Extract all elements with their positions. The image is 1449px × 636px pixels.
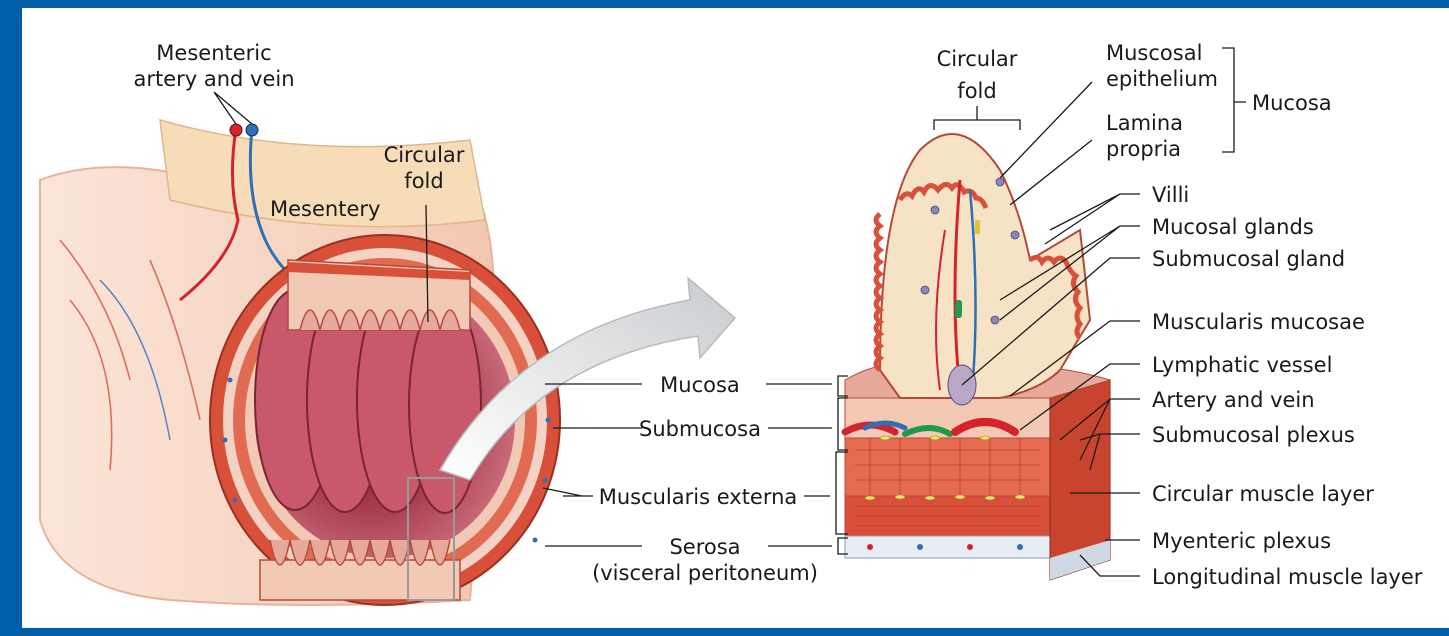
label-lymphatic-vessel: Lymphatic vessel: [1152, 353, 1332, 377]
label-mesentery: Mesentery: [270, 197, 380, 221]
label-circular-fold-right-1: Circular: [937, 47, 1018, 71]
label-mucosa-group: Mucosa: [1252, 91, 1332, 115]
label-circular-fold-left-2: fold: [404, 169, 443, 193]
label-circular-fold-right-2: fold: [957, 79, 996, 103]
label-circular-muscle-layer: Circular muscle layer: [1152, 482, 1374, 506]
label-serosa-1: Serosa: [669, 535, 740, 559]
label-submucosal-gland: Submucosal gland: [1152, 247, 1345, 271]
label-serosa-2: (visceral peritoneum): [592, 561, 818, 585]
label-mucosal-epithelium-1: Muscosal: [1106, 41, 1202, 65]
label-artery-and-vein: Artery and vein: [1152, 388, 1315, 412]
label-mesenteric-artery-vein-1: Mesenteric: [156, 41, 271, 65]
label-muscularis-mucosae: Muscularis mucosae: [1152, 310, 1365, 334]
intestine-segment-illustration: [40, 120, 560, 605]
label-longitudinal-muscle-layer: Longitudinal muscle layer: [1152, 565, 1423, 589]
label-mesenteric-artery-vein-2: artery and vein: [133, 67, 294, 91]
label-mucosa-left: Mucosa: [660, 373, 740, 397]
label-circular-fold-left-1: Circular: [384, 143, 465, 167]
label-mucosal-epithelium-2: epithelium: [1106, 67, 1218, 91]
circular-fold-bottom: [270, 540, 450, 565]
label-lamina-propria-2: propria: [1106, 137, 1181, 161]
label-lamina-propria-1: Lamina: [1106, 111, 1183, 135]
label-mucosal-glands: Mucosal glands: [1152, 215, 1314, 239]
wall-section-illustration: [845, 134, 1110, 580]
circular-fold-villus: [880, 134, 1090, 398]
label-submucosa-left: Submucosa: [639, 417, 761, 441]
label-myenteric-plexus: Myenteric plexus: [1152, 529, 1331, 553]
label-submucosal-plexus: Submucosal plexus: [1152, 423, 1355, 447]
label-muscularis-externa: Muscularis externa: [599, 485, 798, 509]
label-villi: Villi: [1152, 183, 1189, 207]
